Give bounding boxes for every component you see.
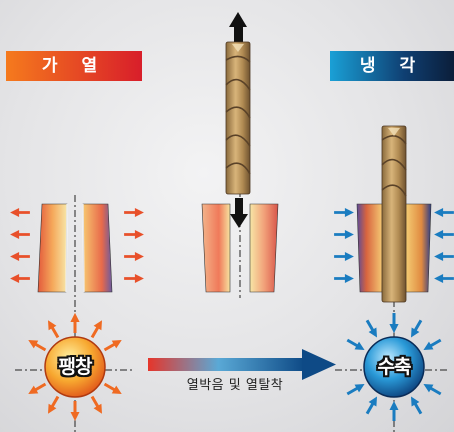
heating-banner bbox=[6, 51, 142, 81]
contraction-label: 수축 bbox=[377, 356, 412, 378]
cooled-holder bbox=[356, 125, 432, 303]
contraction-circle bbox=[363, 336, 425, 398]
cooling-label: 냉 각 bbox=[359, 56, 425, 76]
heated-holder bbox=[37, 203, 113, 293]
tool-up-arrow bbox=[229, 12, 247, 42]
end-mill-tool bbox=[225, 41, 251, 195]
heating-label: 가 열 bbox=[41, 56, 107, 76]
middle-holder bbox=[201, 203, 279, 293]
cooling-banner bbox=[330, 51, 454, 81]
expansion-circle bbox=[44, 336, 106, 398]
expansion-label: 팽창 bbox=[58, 356, 93, 378]
process-arrow bbox=[148, 349, 336, 380]
process-label: 열박음 및 열탈착 bbox=[186, 378, 284, 393]
tool-down-arrow bbox=[230, 198, 248, 228]
heat-outward-arrows bbox=[10, 208, 144, 283]
